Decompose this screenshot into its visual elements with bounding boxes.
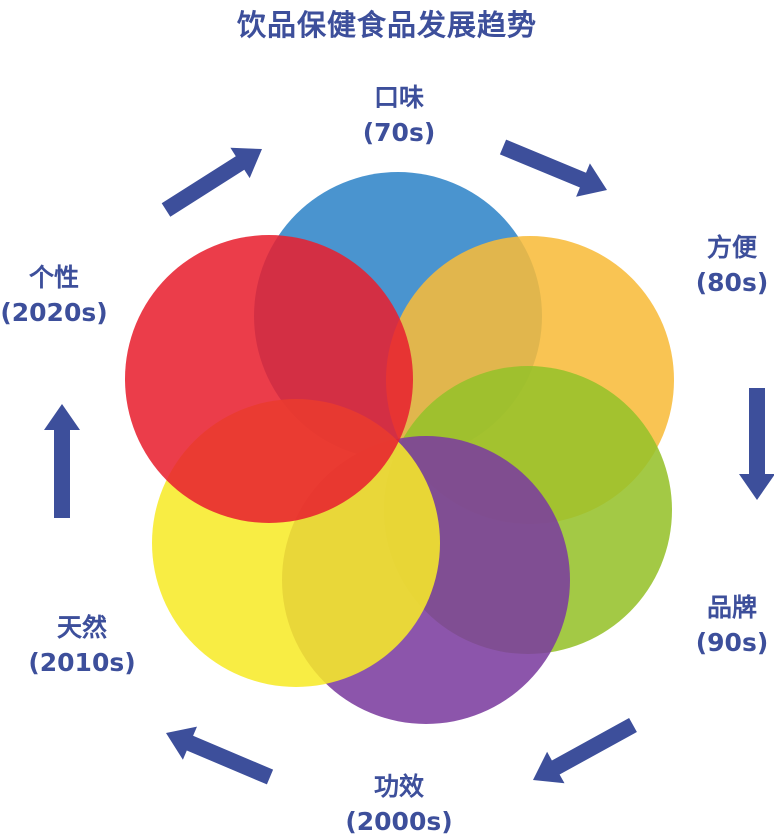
arrow-convenience-to-brand-icon: [739, 388, 774, 500]
stage-label-brand: 品牌 (90s): [672, 590, 774, 660]
stage-era-taste: (70s): [362, 118, 436, 147]
stage-label-function: 功效 (2000s): [329, 769, 469, 839]
stage-name-brand: 品牌: [706, 593, 757, 622]
stage-label-natural: 天然 (2010s): [12, 610, 152, 680]
circle-personal: [125, 235, 413, 523]
arrow-function-to-natural-icon: [166, 726, 274, 785]
stage-era-natural: (2010s): [28, 648, 136, 677]
stage-era-function: (2000s): [345, 807, 453, 836]
stage-era-brand: (90s): [695, 628, 769, 657]
cycle-arrows: [44, 139, 774, 785]
stage-label-convenience: 方便 (80s): [672, 230, 774, 300]
stage-name-convenience: 方便: [706, 233, 757, 262]
circle-group: [125, 172, 674, 724]
arrow-personal-to-taste-icon: [161, 147, 262, 217]
diagram-title: 饮品保健食品发展趋势: [236, 8, 537, 42]
arrow-brand-to-function-icon: [533, 718, 637, 784]
stage-name-personal: 个性: [28, 263, 79, 292]
stage-name-function: 功效: [373, 772, 424, 801]
arrow-natural-to-personal-icon: [44, 404, 80, 518]
stage-name-taste: 口味: [373, 83, 424, 112]
arrow-taste-to-convenience-icon: [499, 139, 607, 197]
stage-label-taste: 口味 (70s): [339, 80, 459, 150]
stage-era-convenience: (80s): [695, 268, 769, 297]
stage-name-natural: 天然: [56, 613, 107, 642]
stage-era-personal: (2020s): [0, 298, 108, 327]
stage-label-personal: 个性 (2020s): [0, 260, 110, 330]
